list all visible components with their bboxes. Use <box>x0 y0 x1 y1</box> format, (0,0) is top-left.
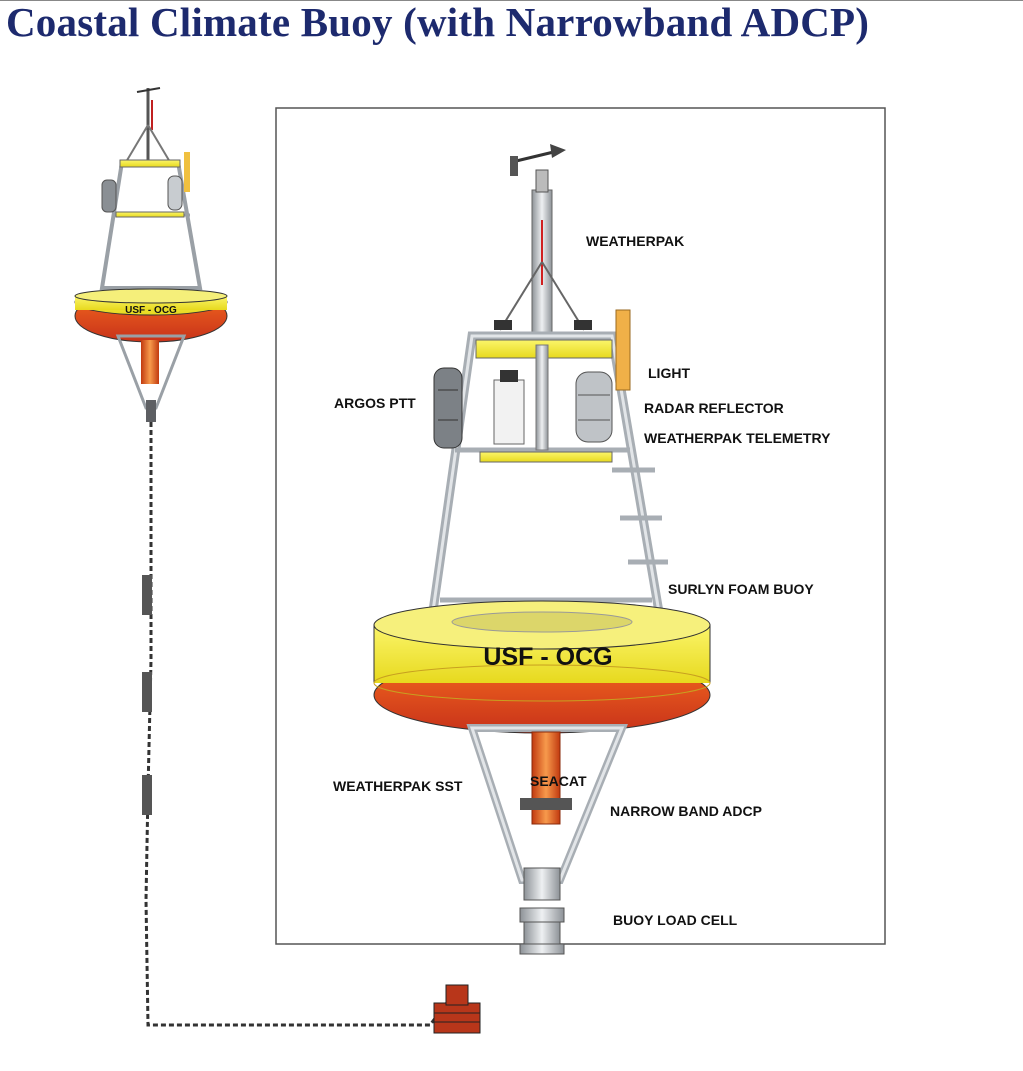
large-buoy-illustration: USF - OCG <box>373 144 711 955</box>
label-radar-reflector: RADAR REFLECTOR <box>644 400 784 416</box>
label-surlyn-foam-buoy: SURLYN FOAM BUOY <box>668 581 814 597</box>
small-buoy-logo: USF - OCG <box>125 305 177 316</box>
small-buoy-mooring: USF - OCG <box>74 87 481 1034</box>
wind-vane-icon <box>510 144 566 176</box>
detail-panel-frame <box>275 107 886 945</box>
top-border-line <box>0 0 1023 1</box>
label-argos-ptt: ARGOS PTT <box>334 395 416 411</box>
label-weatherpak-telemetry: WEATHERPAK TELEMETRY <box>644 430 831 446</box>
page-title: Coastal Climate Buoy (with Narrowband AD… <box>6 0 870 45</box>
label-narrow-band-adcp: NARROW BAND ADCP <box>610 803 762 819</box>
label-light: LIGHT <box>648 365 690 381</box>
label-weatherpak: WEATHERPAK <box>586 233 684 249</box>
label-buoy-load-cell: BUOY LOAD CELL <box>613 912 738 928</box>
anchor-weight <box>433 984 481 1034</box>
label-seacat: SEACAT <box>530 773 587 789</box>
large-buoy-logo: USF - OCG <box>483 643 612 671</box>
label-weatherpak-sst: WEATHERPAK SST <box>333 778 463 794</box>
